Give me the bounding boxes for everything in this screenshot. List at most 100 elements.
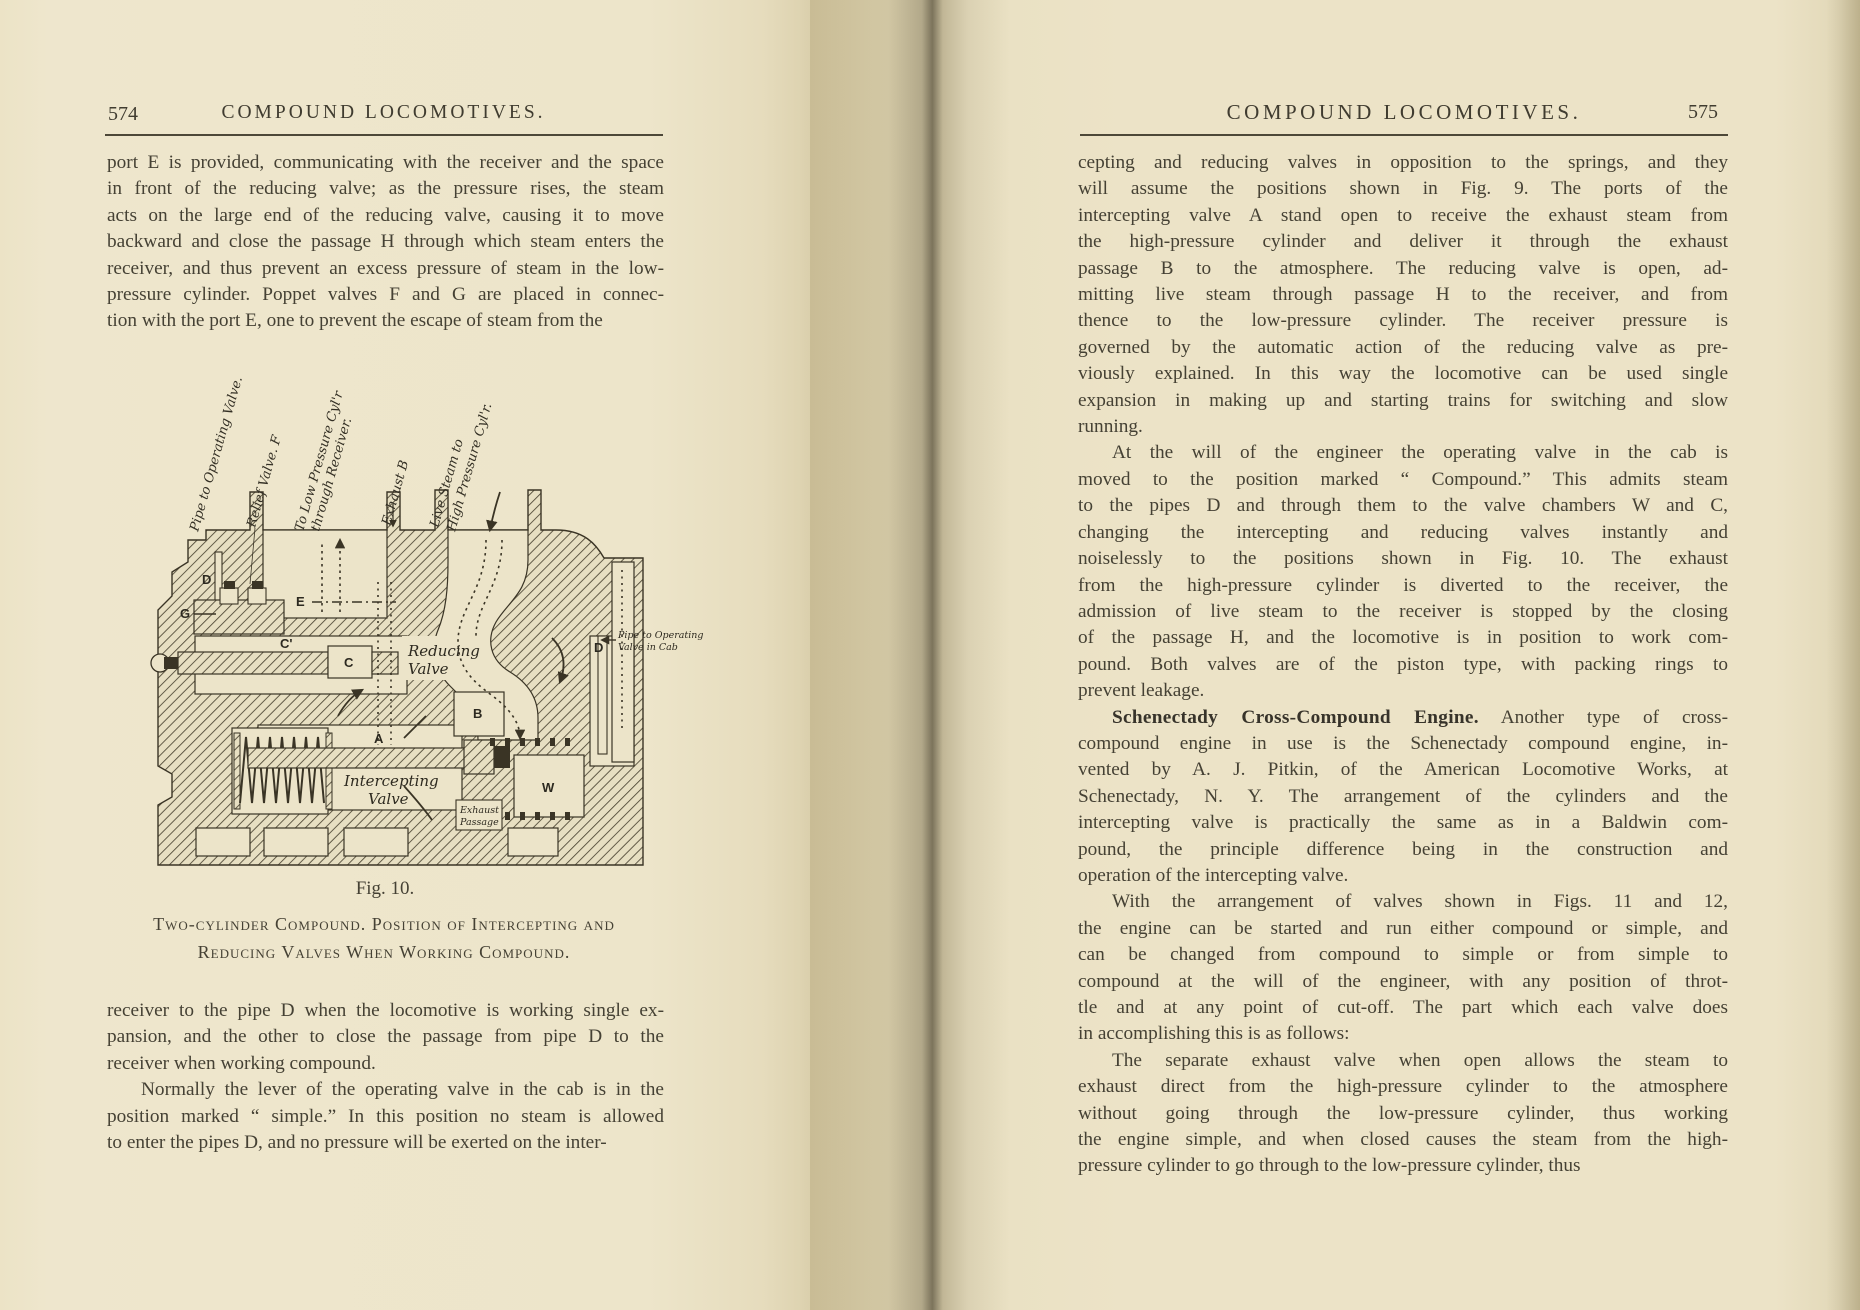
text-line: expansion in making up and starting trai… (1078, 389, 1728, 411)
right-running-head: COMPOUND LOCOMOTIVES. (1226, 100, 1582, 124)
text-line: compound at the will of the engineer, wi… (1078, 970, 1728, 992)
spring-coil (239, 736, 325, 804)
text-line: Schenectady, N. Y. The arrangement of th… (1078, 785, 1728, 807)
text-line: port E is provided, communicating with t… (107, 152, 664, 173)
left-running-head: COMPOUND LOCOMOTIVES. (221, 102, 546, 123)
text-line: the engine can be started and run either… (1078, 917, 1728, 939)
text-line: tion with the port E, one to prevent the… (107, 310, 603, 332)
text-line: receiver when working compound. (107, 1052, 376, 1074)
right-paragraph-1: cepting and reducing valves in oppositio… (1078, 150, 1728, 440)
letter-a: A (374, 731, 384, 746)
text-line: moved to the position marked “ Compound.… (1078, 468, 1728, 490)
text-line: noiselessly to the positions shown in Fi… (1078, 548, 1728, 570)
right-page-number: 575 (1688, 101, 1718, 123)
label-intercepting: Intercepting (343, 772, 439, 790)
steam-flow-dotted-lines (312, 537, 623, 745)
letter-g: G (180, 606, 190, 621)
letter-c: C (344, 655, 354, 670)
text-line: from the high-pressure cylinder is diver… (1078, 574, 1728, 596)
text-line: thence to the low-pressure cylinder. The… (1078, 310, 1728, 332)
text-line: admission of live steam to the receiver … (1078, 600, 1728, 622)
figure-caption-line1: Two-cylinder Compound. Position of Inter… (153, 914, 615, 934)
text-line: can be changed from compound to simple o… (1078, 944, 1728, 966)
text-line: governed by the automatic action of the … (1078, 336, 1728, 358)
label-reducing: Reducing (407, 642, 480, 660)
right-paragraph-5: The separate exhaust valve when open all… (1078, 1048, 1728, 1180)
inner-labels: Reducing Valve Intercepting Valve Exhaus… (343, 630, 703, 828)
letter-b: B (473, 706, 482, 721)
text-line: pansion, and the other to close the pass… (107, 1026, 664, 1048)
intercepting-valve-assembly (233, 732, 510, 810)
text-line: pound, the principle difference being in… (1078, 838, 1728, 860)
figure-10-valve-section-diagram: Pipe to Operating Valve. Relief Valve. F… (150, 375, 703, 866)
text-line: operation of the intercepting valve. (1078, 864, 1349, 886)
figure-number: Fig. 10. (355, 878, 415, 899)
left-head-rule (105, 134, 663, 136)
text-line: will assume the positions shown in Fig. … (1078, 178, 1728, 200)
figure-caption-line2: Reducing Valves When Working Compound. (197, 942, 571, 962)
text-line: without going through the low-pressure c… (1078, 1102, 1728, 1124)
label-exhaust-passage-1: Exhaust (459, 805, 499, 816)
label-exhaust-passage-2: Passage (459, 817, 499, 828)
label-pipe-cab-1: Pipe to Operating (617, 630, 703, 641)
right-paragraph-4: With the arrangement of valves shown in … (1078, 889, 1728, 1047)
text-line: position marked “ simple.” In this posit… (107, 1105, 664, 1127)
text-line: compound engine in use is the Schenectad… (1078, 732, 1728, 754)
text-line: intercepting valve is practically the sa… (1078, 812, 1728, 834)
text-line: intercepting valve A stand open to recei… (1078, 204, 1728, 226)
text-line: acts on the large end of the reducing va… (107, 204, 664, 226)
flow-arrows (337, 491, 569, 821)
relief-valve-cluster (193, 527, 285, 635)
rotated-pipe-labels: Pipe to Operating Valve. Relief Valve. F… (187, 375, 495, 534)
label-intercepting-valve: Valve (368, 790, 409, 808)
right-head-rule (1080, 134, 1728, 136)
text-line: to the pipes D and through them to the v… (1078, 495, 1728, 517)
right-paragraph-3-schenectady: Schenectady Cross-Compound Engine. Anoth… (1078, 705, 1728, 890)
label-pipe-cab-2: Valve in Cab (618, 642, 678, 653)
text-line: cepting and reducing valves in oppositio… (1078, 152, 1728, 173)
text-line: pressure cylinder to go through to the l… (1078, 1155, 1581, 1177)
text-line: pressure cylinder. Poppet valves F and G… (107, 284, 664, 306)
right-paragraph-2: At the will of the engineer the operatin… (1078, 440, 1728, 704)
text-line: viously explained. In this way the locom… (1078, 363, 1728, 385)
text-line: pound. Both valves are of the piston typ… (1078, 653, 1728, 675)
text-line: passage B to the atmosphere. The reducin… (1078, 257, 1728, 279)
text-line: Schenectady Cross-Compound Engine. Anoth… (1112, 706, 1728, 728)
pipe-to-cab (597, 635, 616, 755)
exhaust-passage-box (455, 799, 503, 831)
label-pipe-operating-valve: Pipe to Operating Valve. (187, 375, 246, 534)
text-line: of the passage H, and the locomotive is … (1078, 627, 1728, 649)
letter-w: W (542, 780, 555, 795)
right-body-text: cepting and reducing valves in oppositio… (1078, 150, 1728, 1180)
text-line: The separate exhaust valve when open all… (1112, 1049, 1728, 1071)
letter-e: E (296, 594, 305, 609)
left-mid-paragraph: receiver to the pipe D when the locomoti… (107, 998, 664, 1077)
label-relief-valve-f: Relief Valve. F (244, 433, 285, 530)
label-exhaust-b: Exhaust B (379, 459, 412, 528)
text-line: receiver to the pipe D when the locomoti… (107, 1000, 664, 1021)
text-line: mitting live steam through passage H to … (1078, 284, 1728, 306)
label-reducing-valve: Valve (408, 660, 449, 678)
text-line: in accomplishing this is as follows: (1078, 1023, 1350, 1045)
text-line: Normally the lever of the operating valv… (141, 1079, 664, 1101)
text-line: exhaust direct from the high-pressure cy… (1078, 1076, 1728, 1098)
text-line: running. (1078, 416, 1143, 438)
text-line: backward and close the passage H through… (107, 231, 664, 253)
text-line: in front of the reducing valve; as the p… (107, 178, 664, 200)
left-bottom-text: receiver to the pipe D when the locomoti… (107, 998, 664, 1156)
letter-d-top: D (202, 572, 211, 587)
text-line: vented by A. J. Pitkin, of the American … (1078, 759, 1728, 781)
text-line: receiver, and thus prevent an excess pre… (107, 257, 664, 279)
callout-letters: D G E C' C B A W D (180, 572, 603, 795)
text-line: the engine simple, and when closed cause… (1078, 1129, 1728, 1151)
letter-c-prime: C' (280, 636, 292, 651)
left-page-number: 574 (108, 103, 138, 125)
text-line: changing the intercepting and reducing v… (1078, 521, 1728, 543)
text-line: With the arrangement of valves shown in … (1112, 891, 1728, 913)
text-line: the high-pressure cylinder and deliver i… (1078, 231, 1728, 253)
text-line: tle and at any point of cut-off. The par… (1078, 997, 1728, 1018)
text-line: At the will of the engineer the operatin… (1112, 442, 1728, 464)
left-bottom-paragraph: Normally the lever of the operating valv… (107, 1077, 664, 1156)
letter-d-right: D (594, 640, 603, 655)
